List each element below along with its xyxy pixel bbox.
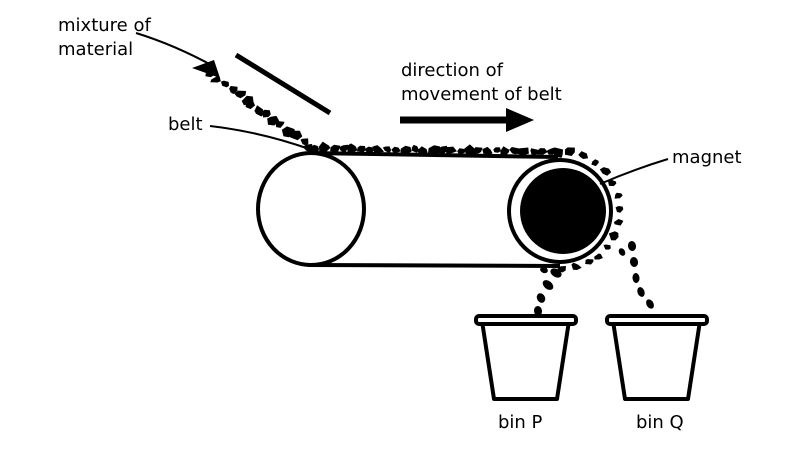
falling-particle: [618, 248, 626, 256]
falling-particle: [629, 257, 639, 267]
mixture-particle: [428, 145, 441, 156]
bin-q-label: bin Q: [636, 412, 684, 433]
mixture-particle: [210, 76, 221, 83]
mixture-particle: [254, 105, 266, 117]
mixture-particle: [382, 146, 392, 154]
falling-particle: [542, 280, 554, 290]
magnet-particle: [564, 147, 575, 156]
mixture-particle: [245, 98, 256, 110]
mixture-particle: [275, 121, 285, 128]
mixture-particle: [482, 146, 493, 156]
chute-guide-line: [234, 52, 332, 116]
magnet-particle: [571, 262, 582, 270]
belt-top-run: [307, 151, 559, 159]
mixture-particle: [318, 141, 331, 153]
magnet-particle: [608, 231, 619, 241]
bin-p-label: bin P: [498, 412, 543, 433]
mixture-particle: [287, 130, 303, 141]
mixture-particle: [400, 145, 412, 156]
mixture-particle: [330, 144, 341, 153]
chute-particles: [192, 60, 314, 153]
falling-particle: [550, 268, 562, 278]
mixture-particle: [205, 69, 215, 78]
mixture-particle: [515, 147, 529, 156]
magnet-particle: [614, 219, 624, 226]
mixture-particle: [391, 146, 401, 154]
magnet-particle: [594, 253, 603, 260]
direction-label-line1: direction of: [401, 60, 504, 81]
mixture-particle: [457, 148, 466, 155]
magnet-particle: [614, 192, 623, 199]
mixture-particle: [372, 145, 385, 154]
magnet-particle: [608, 179, 617, 186]
direction-arrow: [400, 108, 534, 132]
falling-particle: [536, 293, 546, 303]
magnet-particle: [615, 206, 624, 213]
mixture-particle: [444, 146, 457, 155]
bin-q: [605, 314, 709, 401]
mixture-particle: [364, 146, 374, 155]
falling-particle: [533, 306, 543, 316]
mixture-particle: [417, 146, 428, 155]
mixture-particle: [530, 148, 538, 157]
magnet-core: [520, 168, 606, 254]
belt-leader-line: [209, 125, 313, 151]
mixture-particle: [356, 145, 366, 153]
bin-p: [474, 314, 578, 401]
mixture-particle: [338, 144, 348, 154]
mixture-particle: [229, 86, 238, 94]
belt-particles: [311, 141, 563, 158]
falling-particle: [632, 273, 640, 283]
magnet-particles: [557, 147, 624, 273]
mixture-particle: [311, 144, 319, 153]
magnet-particle: [599, 167, 612, 176]
mixture-leader-line: [135, 32, 216, 68]
falling-particle: [540, 266, 548, 274]
belt-bottom-run: [307, 263, 561, 268]
mixture-particle: [346, 143, 358, 153]
mixture-particle: [234, 90, 247, 99]
mixture-label-line2: material: [58, 39, 133, 60]
magnet-particle: [585, 259, 594, 265]
mixture-particle: [472, 147, 483, 155]
falling-particle: [627, 241, 637, 251]
direction-label-line2: movement of belt: [401, 84, 562, 105]
mixture-particle: [535, 148, 548, 155]
falling-particle: [646, 299, 654, 309]
mixture-particle: [262, 109, 271, 118]
falling-stream-bin-p: [533, 266, 562, 316]
mixture-particle: [220, 80, 229, 88]
falling-stream-bin-q: [618, 241, 654, 309]
left-roller: [256, 151, 366, 267]
magnet-particle: [578, 151, 589, 159]
magnet-label: magnet: [672, 147, 742, 168]
mixture-particle: [500, 146, 510, 156]
magnet-particle: [591, 159, 599, 167]
mixture-particle: [493, 147, 502, 153]
belt-label: belt: [168, 114, 203, 135]
mixture-particle: [553, 147, 563, 158]
magnet-particle: [603, 244, 611, 250]
mixture-particle: [434, 145, 448, 154]
mixture-label-line1: mixture of: [58, 15, 151, 36]
mixture-particle: [300, 138, 309, 146]
falling-particle: [637, 287, 645, 297]
magnet-leader-line: [599, 158, 669, 185]
